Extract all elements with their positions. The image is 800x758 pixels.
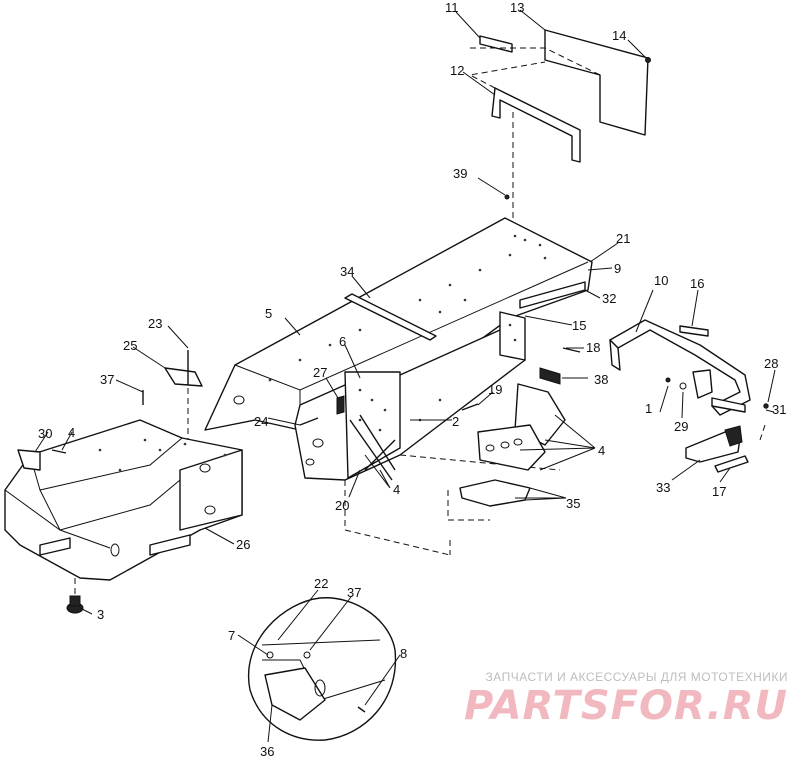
callout-36: 36 [260,744,274,758]
callout-18: 18 [586,340,600,355]
callout-10: 10 [654,273,668,288]
callout-3: 3 [97,607,104,622]
callout-8: 8 [400,646,407,661]
callout-33: 33 [656,480,670,495]
callout-17: 17 [712,484,726,499]
callout-38: 38 [594,372,608,387]
callout-5: 5 [265,306,272,321]
callout-1: 1 [645,401,652,416]
bumper-handle [609,319,769,473]
rear-subframe [4,350,243,614]
callout-37-a: 37 [100,372,114,387]
panel-assembly [468,29,651,163]
watermark: ЗАПЧАСТИ И АКСЕССУАРЫ ДЛЯ МОТОТЕХНИКИ PA… [464,670,788,728]
callout-labels: 1 2 3 4 5 6 7 8 9 10 11 12 13 14 15 16 1… [38,0,786,758]
callout-32: 32 [602,291,616,306]
callout-37-b: 37 [347,585,361,600]
callout-16: 16 [690,276,704,291]
callout-34: 34 [340,264,354,279]
detail-inset [247,597,397,741]
callout-9: 9 [614,261,621,276]
callout-4-a: 4 [598,443,605,458]
callout-20: 20 [335,498,349,513]
callout-6: 6 [339,334,346,349]
callout-11: 11 [445,0,459,15]
callout-7: 7 [228,628,235,643]
callout-14: 14 [612,28,626,43]
callout-4-b: 4 [393,482,400,497]
callout-4-c: 4 [68,425,75,440]
callout-30: 30 [38,426,52,441]
callout-13: 13 [510,0,524,15]
callout-12: 12 [450,63,464,78]
callout-26: 26 [236,537,250,552]
callout-24: 24 [254,414,268,429]
leader-lines [34,9,776,743]
callout-22: 22 [314,576,328,591]
callout-28: 28 [764,356,778,371]
callout-35: 35 [566,496,580,511]
callout-15: 15 [572,318,586,333]
callout-39: 39 [453,166,467,181]
bracket-group [447,367,566,521]
bulkhead [294,311,581,481]
callout-21: 21 [616,231,630,246]
callout-23: 23 [148,316,162,331]
callout-29: 29 [674,419,688,434]
watermark-brand: PARTSFOR.RU [463,683,788,729]
callout-31: 31 [772,402,786,417]
callout-27: 27 [313,365,327,380]
main-tunnel [204,217,593,431]
callout-19: 19 [488,382,502,397]
callout-2: 2 [452,414,459,429]
watermark-tagline: ЗАПЧАСТИ И АКСЕССУАРЫ ДЛЯ МОТОТЕХНИКИ [485,670,788,684]
callout-25: 25 [123,338,137,353]
